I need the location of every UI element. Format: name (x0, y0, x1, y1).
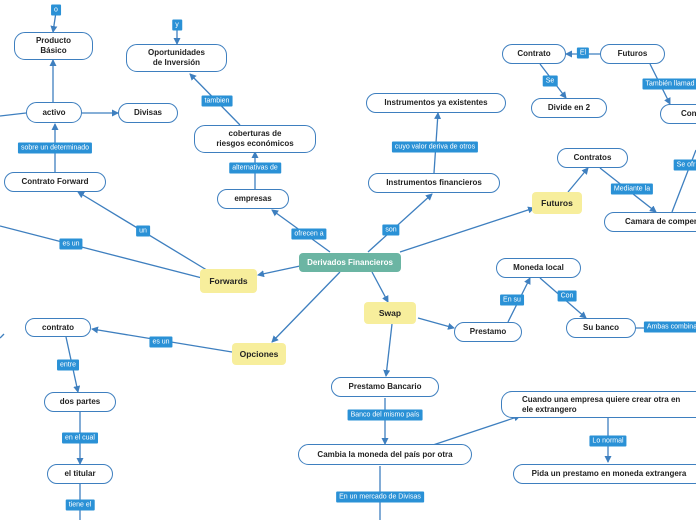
label-alternativas-de: alternativas de (229, 162, 281, 174)
node-instrumentos-financieros[interactable]: Instrumentos financieros (368, 173, 500, 193)
label-lo-normal: Lo normal (589, 435, 627, 447)
node-moneda-local[interactable]: Moneda local (496, 258, 581, 278)
label-banco-mismo-pais: Banco del mismo país (347, 409, 423, 421)
node-contratos[interactable]: Contratos (557, 148, 628, 168)
node-contrato-left[interactable]: contrato (25, 318, 91, 337)
node-swap[interactable]: Swap (364, 302, 416, 324)
label-y: y (172, 19, 182, 31)
node-camara[interactable]: Camara de compen (604, 212, 696, 232)
node-contrato-forward[interactable]: Contrato Forward (4, 172, 106, 192)
label-se-ofr: Se ofr (673, 159, 696, 171)
label-un: un (136, 225, 150, 237)
node-divide-en-2[interactable]: Divide en 2 (531, 98, 607, 118)
label-se: Se (542, 75, 558, 87)
label-entre: entre (57, 359, 79, 371)
node-prestamo[interactable]: Prestamo (454, 322, 522, 342)
label-tambien-llamad: También llamad (642, 78, 696, 90)
node-forwards[interactable]: Forwards (200, 269, 257, 293)
node-su-banco[interactable]: Su banco (566, 318, 636, 338)
node-cuando-empresa[interactable]: Cuando una empresa quiere crear otra en … (501, 391, 696, 418)
label-con: Con (557, 290, 577, 302)
label-es-un-bottom: es un (149, 336, 173, 348)
node-producto-basico[interactable]: Producto Básico (14, 32, 93, 60)
label-cuyo-valor: cuyo valor deriva de otros (391, 141, 479, 153)
label-en-mercado-divisas: En un mercado de Divisas (336, 491, 424, 503)
label-es-un-top: es un (59, 238, 83, 250)
label-en-su: En su (500, 294, 524, 306)
label-son: son (382, 224, 400, 236)
node-opciones[interactable]: Opciones (232, 343, 286, 365)
label-ofrecen-a: ofrecen a (291, 228, 327, 240)
label-mediante-la: Mediante la (610, 183, 654, 195)
node-futuros-main[interactable]: Futuros (532, 192, 582, 214)
node-divisas[interactable]: Divisas (118, 103, 178, 123)
node-activo[interactable]: activo (26, 102, 82, 123)
label-el: El (576, 47, 590, 59)
label-sobre-un-determinado: sobre un determinado (17, 142, 93, 154)
node-dos-partes[interactable]: dos partes (44, 392, 116, 412)
label-ambas-combina: Ambas combina (643, 321, 696, 333)
node-contrato-top[interactable]: Contrato (502, 44, 566, 64)
node-derivados-financieros[interactable]: Derivados Financieros (299, 253, 401, 272)
node-coberturas[interactable]: coberturas de riesgos económicos (194, 125, 316, 153)
label-o: o (51, 4, 61, 16)
node-prestamo-bancario[interactable]: Prestamo Bancario (331, 377, 439, 397)
label-tiene-el: tiene el (65, 499, 95, 511)
node-empresas[interactable]: empresas (217, 189, 289, 209)
label-tambien: tambien (201, 95, 233, 107)
node-contra[interactable]: Contra (660, 104, 696, 124)
node-cambia-moneda[interactable]: Cambia la moneda del país por otra (298, 444, 472, 465)
node-oportunidades[interactable]: Oportunidades de Inversión (126, 44, 227, 72)
node-el-titular[interactable]: el titular (47, 464, 113, 484)
node-futuros-top[interactable]: Futuros (600, 44, 665, 64)
node-pida-prestamo[interactable]: Pida un prestamo en moneda extrangera (513, 464, 696, 484)
label-en-el-cual: en el cual (62, 432, 98, 444)
node-instrumentos-existentes[interactable]: Instrumentos ya existentes (366, 93, 506, 113)
